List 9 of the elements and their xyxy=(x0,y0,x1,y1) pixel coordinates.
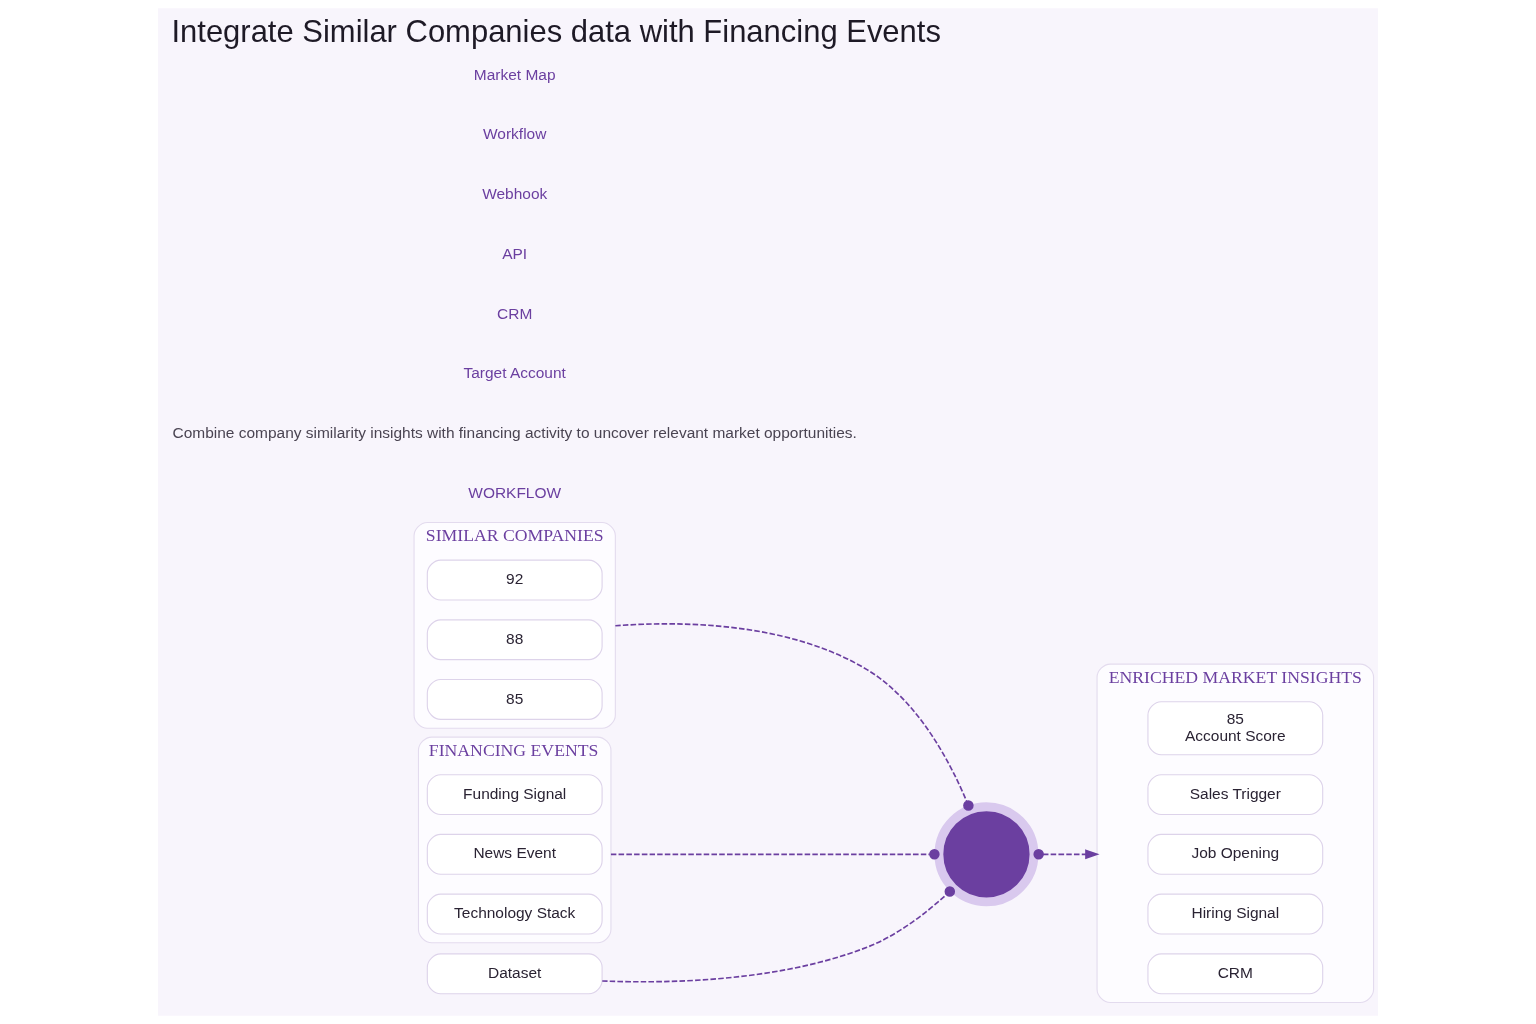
label: WORKFLOW xyxy=(468,483,562,501)
diagram-title: Integrate Similar Companies data with Financing Events xyxy=(171,13,941,49)
label: Target Account xyxy=(463,364,566,382)
label: Market Map xyxy=(473,65,556,83)
label: Webhook xyxy=(482,185,548,203)
label: Workflow xyxy=(483,125,547,143)
label: API xyxy=(502,244,528,262)
label: Combine company similarity insights with financing activity to uncover relevant market opportunities. xyxy=(172,424,857,442)
label: CRM xyxy=(497,304,533,322)
